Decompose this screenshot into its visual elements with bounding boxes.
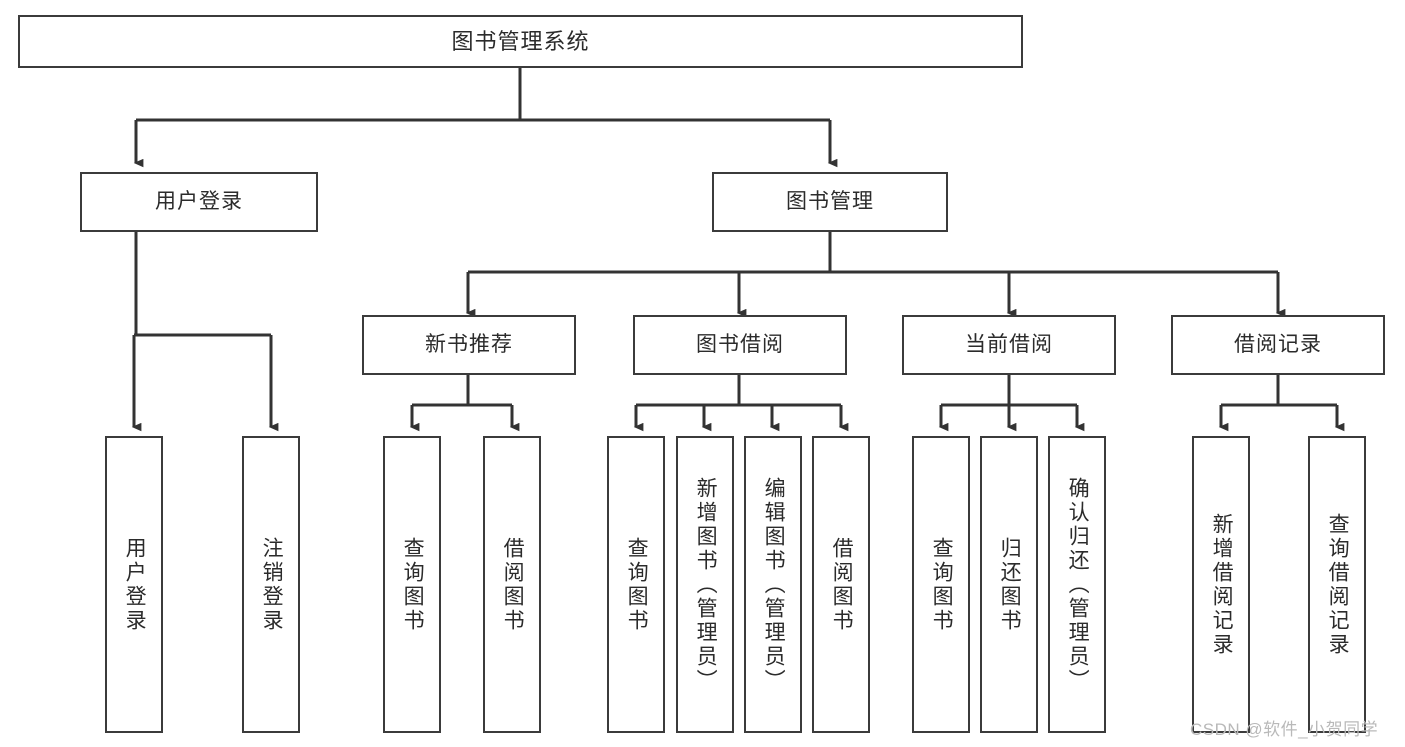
node-label: 新增借阅记录: [1210, 512, 1234, 657]
node-label: 编辑图书（管理员）: [762, 476, 786, 693]
leaf-logout[interactable]: 注销登录: [242, 436, 300, 733]
node-label: 图书管理: [786, 189, 874, 213]
node-label: 查询图书: [930, 536, 954, 633]
node-label: 查询图书: [401, 536, 425, 633]
leaf-borrow-book-recommendation[interactable]: 借阅图书: [483, 436, 541, 733]
node-label: 用户登录: [155, 189, 243, 213]
node-label: 注销登录: [260, 536, 284, 633]
leaf-borrow-book[interactable]: 借阅图书: [812, 436, 870, 733]
leaf-confirm-return-admin[interactable]: 确认归还（管理员）: [1048, 436, 1106, 733]
leaf-user-login[interactable]: 用户登录: [105, 436, 163, 733]
node-label: 用户登录: [123, 536, 147, 633]
node-label: 新增图书（管理员）: [694, 476, 718, 693]
csdn-watermark: CSDN @软件_小贺同学: [1190, 720, 1379, 739]
leaf-query-borrow-record[interactable]: 查询借阅记录: [1308, 436, 1366, 733]
leaf-query-book-borrow[interactable]: 查询图书: [607, 436, 665, 733]
node-label: 归还图书: [998, 536, 1022, 633]
leaf-add-borrow-record[interactable]: 新增借阅记录: [1192, 436, 1250, 733]
node-borrow-records[interactable]: 借阅记录: [1171, 315, 1385, 375]
node-book-management[interactable]: 图书管理: [712, 172, 948, 232]
node-label: 查询借阅记录: [1326, 512, 1350, 657]
node-label: 借阅图书: [830, 536, 854, 633]
node-label: 借阅记录: [1234, 332, 1322, 356]
node-label: 查询图书: [625, 536, 649, 633]
node-label: 确认归还（管理员）: [1066, 476, 1090, 693]
node-book-borrow[interactable]: 图书借阅: [633, 315, 847, 375]
node-label: 图书借阅: [696, 332, 784, 356]
leaf-query-book-current[interactable]: 查询图书: [912, 436, 970, 733]
node-root-book-management-system[interactable]: 图书管理系统: [18, 15, 1023, 68]
leaf-add-book-admin[interactable]: 新增图书（管理员）: [676, 436, 734, 733]
node-label: 当前借阅: [965, 332, 1053, 356]
node-label: 新书推荐: [425, 332, 513, 356]
node-current-borrow[interactable]: 当前借阅: [902, 315, 1116, 375]
node-new-book-recommendation[interactable]: 新书推荐: [362, 315, 576, 375]
node-label: 图书管理系统: [451, 28, 590, 54]
leaf-return-book[interactable]: 归还图书: [980, 436, 1038, 733]
node-user-login[interactable]: 用户登录: [80, 172, 318, 232]
node-label: 借阅图书: [501, 536, 525, 633]
leaf-query-book-recommendation[interactable]: 查询图书: [383, 436, 441, 733]
leaf-edit-book-admin[interactable]: 编辑图书（管理员）: [744, 436, 802, 733]
